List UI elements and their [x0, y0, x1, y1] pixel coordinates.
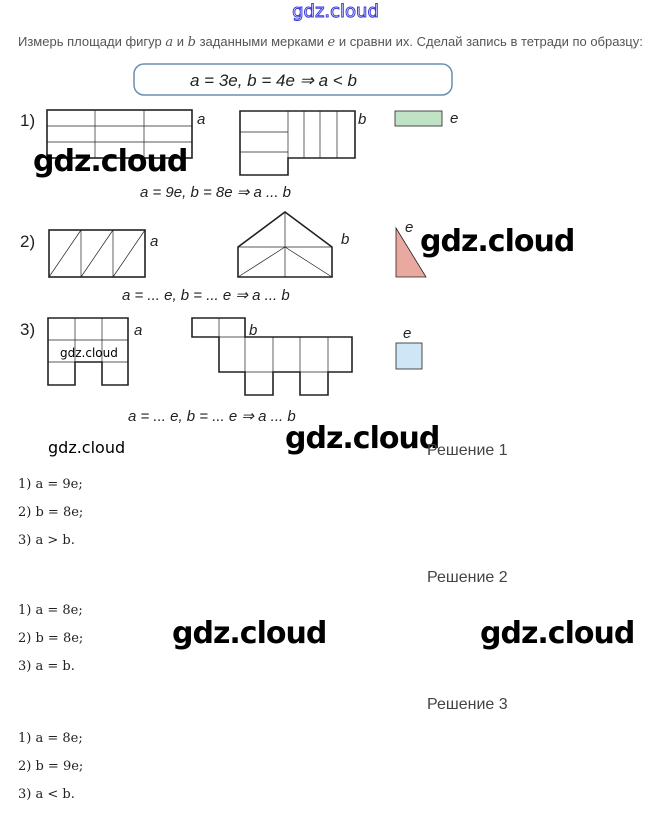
solution-3-title: Решение 3 — [427, 696, 508, 713]
measure-2 — [395, 226, 427, 278]
watermark: gdz.cloud — [480, 616, 635, 651]
task-text-part: заданными мерками — [195, 34, 328, 49]
label-b: b — [358, 111, 366, 128]
label-e: e — [450, 110, 458, 127]
var-e: e — [327, 35, 336, 50]
label-b: b — [249, 322, 257, 339]
solution-line: 3) a > b. — [18, 533, 75, 548]
solution-line: 3) a < b. — [18, 787, 75, 802]
figure-2a — [48, 229, 146, 278]
watermark: gdz.cloud — [420, 224, 575, 259]
figure-2b — [237, 211, 333, 278]
label-e: e — [403, 325, 411, 342]
var-a: a — [165, 35, 174, 50]
label-e: e — [405, 219, 413, 236]
row-number: 2) — [20, 232, 35, 251]
label-b: b — [341, 231, 349, 248]
solution-line: 2) b = 8e; — [18, 505, 84, 520]
formula-2: a = ... e, b = ... e ⇒ a ... b — [122, 287, 290, 304]
figure-3b — [191, 317, 353, 396]
measure-3 — [395, 342, 423, 370]
figure-1a — [46, 109, 193, 159]
figure-3a — [47, 317, 129, 386]
solution-line: 2) b = 8e; — [18, 631, 84, 646]
task-illustration: a = 3e, b = 4e ⇒ a < b 1) a b e a = 9e, … — [20, 63, 458, 425]
example-box — [133, 63, 453, 96]
label-a: a — [150, 233, 158, 250]
task-text-part: и — [173, 34, 188, 49]
task-text-part: Измерь площади фигур — [18, 34, 166, 49]
example-formula: a = 3e, b = 4e ⇒ a < b — [190, 71, 357, 90]
watermark: gdz.cloud — [60, 346, 118, 360]
solution-2-title: Решение 2 — [427, 569, 508, 586]
label-a: a — [197, 111, 205, 128]
solution-line: 1) a = 8e; — [18, 603, 83, 618]
watermark: gdz.cloud — [33, 144, 188, 179]
watermark: gdz.cloud — [285, 421, 440, 456]
formula-1: a = 9e, b = 8e ⇒ a ... b — [140, 184, 291, 201]
formula-3: a = ... e, b = ... e ⇒ a ... b — [128, 408, 296, 425]
solution-line: 3) a = b. — [18, 659, 75, 674]
solution-line: 2) b = 9e; — [18, 759, 84, 774]
row-number: 3) — [20, 320, 35, 339]
task-text-part: и сравни их. Сделай запись в тетради по … — [335, 34, 643, 49]
measure-1 — [394, 110, 443, 127]
figure-1b — [239, 110, 356, 176]
solution-line: 1) a = 8e; — [18, 731, 83, 746]
watermark: gdz.cloud — [48, 438, 126, 457]
solution-line: 1) a = 9e; — [18, 477, 83, 492]
label-a: a — [134, 322, 142, 339]
row-number: 1) — [20, 111, 35, 130]
site-logo[interactable]: gdz.cloud — [292, 1, 380, 23]
watermark: gdz.cloud — [172, 616, 327, 651]
var-b: b — [187, 35, 196, 50]
solution-1-title: Решение 1 — [427, 442, 508, 459]
task-text: Измерь площади фигур a и b заданными мер… — [18, 34, 643, 50]
